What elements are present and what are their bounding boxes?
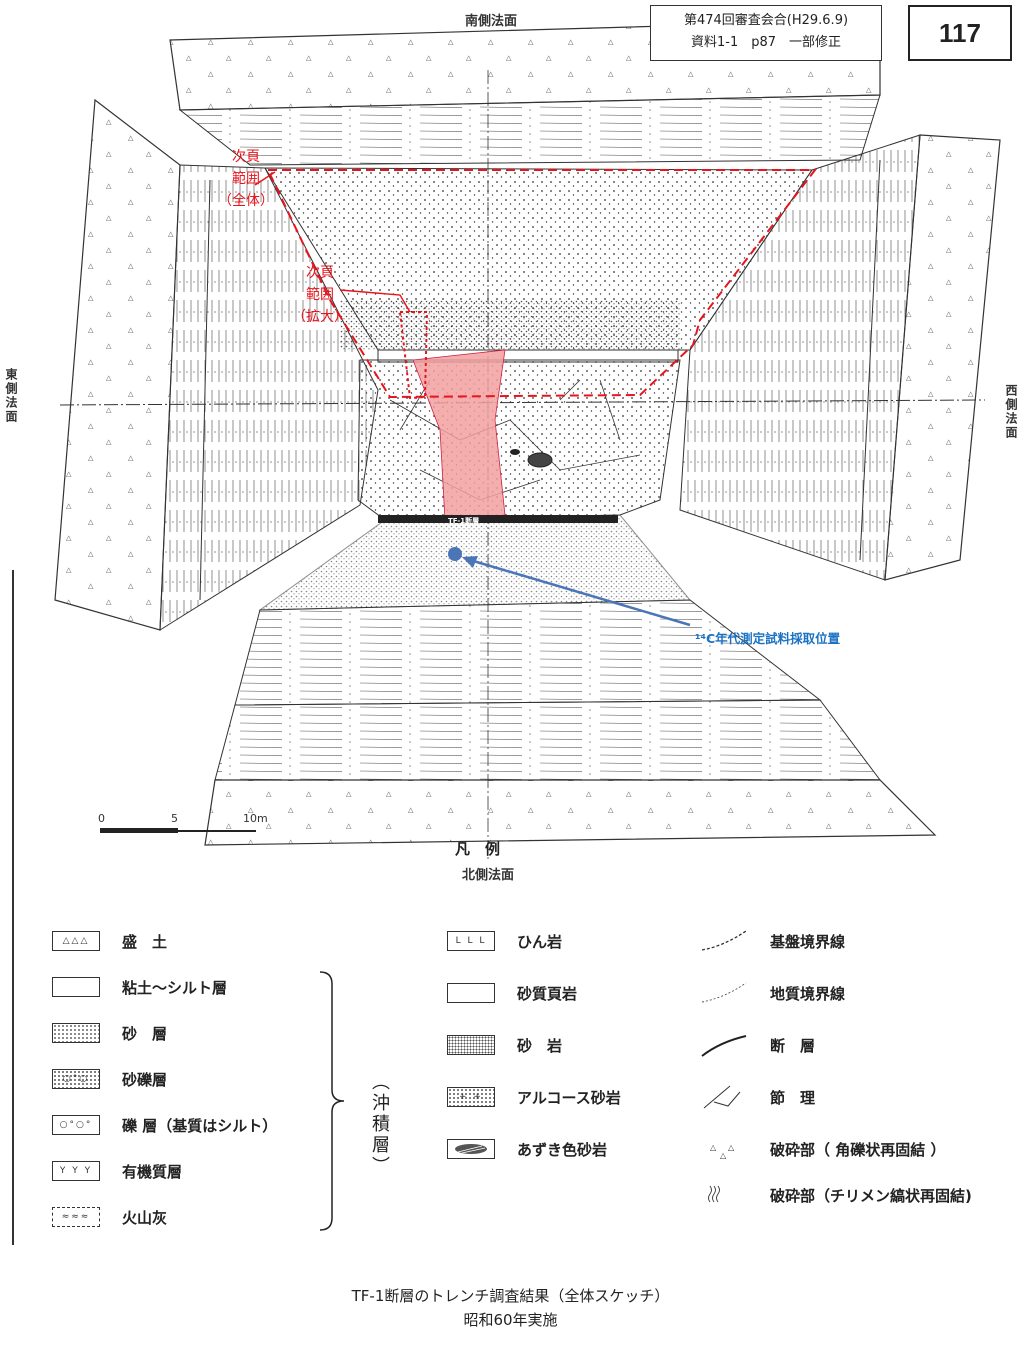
trench-floor (357, 359, 681, 521)
svg-text:△: △ (720, 1151, 727, 1160)
scale-bar: 0 5 10m (98, 812, 278, 852)
legend-label: あずき色砂岩 (517, 1140, 608, 1159)
next-zoom-line1: 次頁 (306, 265, 334, 281)
legend-item-basement-boundary: 基盤境界線 (700, 926, 845, 956)
east-face-label: 東側法面 (4, 368, 18, 424)
tf-fault-label: TF-1断層 (448, 517, 480, 525)
west-slope (679, 134, 921, 581)
north-face (234, 599, 822, 706)
legend-item-clay: 粘土〜シルト層 (52, 972, 227, 1002)
alluvium-bracket (319, 971, 345, 1231)
next-zoom-line3: （拡大） (292, 309, 348, 325)
north-face-lower (214, 699, 881, 781)
legend-label: 破砕部（ 角礫状再固結 ） (770, 1140, 946, 1159)
legend-label: 有機質層 (122, 1162, 183, 1181)
legend-label: 砂質頁岩 (517, 984, 578, 1003)
next-full-line1: 次頁 (232, 149, 260, 165)
next-page-zoom-range (398, 311, 429, 400)
geologic-boundary-icon (701, 982, 747, 1003)
legend-label: 砂礫層 (122, 1070, 168, 1089)
legend-item-joint: 節 理 (700, 1082, 815, 1112)
legend-label: ひん岩 (517, 932, 563, 951)
legend-label: 盛 土 (122, 932, 168, 951)
next-full-line2: 範囲 (232, 171, 260, 187)
tf-label-bar (378, 515, 618, 523)
organic-icon: Y Y Y (52, 1161, 100, 1181)
legend-label: 砂 岩 (517, 1036, 563, 1055)
legend-title: 凡 例 (455, 840, 501, 858)
svg-text:△: △ (710, 1143, 717, 1152)
legend-label: 火山灰 (122, 1208, 168, 1227)
reference-line-2: 資料1-1 p87 一部修正 (690, 35, 842, 50)
legend-item-red-sandstone: あずき色砂岩 (447, 1134, 607, 1164)
reference-box: 第474回審査会合(H29.6.9) 資料1-1 p87 一部修正 (650, 5, 882, 61)
next-full-line3: （全体） (218, 193, 274, 209)
north-face-label: 北側法面 (462, 868, 515, 883)
crumpled-icon (708, 1185, 720, 1203)
gravel-icon: ○°○° (52, 1115, 100, 1135)
trench-sketch: △ △ (54, 19, 1001, 860)
next-page-full-range (266, 169, 818, 399)
caption-line-1: TF-1断層のトレンチ調査結果（全体スケッチ） (351, 1287, 670, 1305)
legend-item-breccia: △△△ 破砕部（ 角礫状再固結 ） (700, 1134, 945, 1164)
page-number: 117 (908, 5, 1012, 61)
legend-label: 基盤境界線 (770, 932, 846, 951)
legend-label: 破砕部（チリメン縞状再固結) (770, 1186, 972, 1205)
legend-label: 粘土〜シルト層 (122, 978, 228, 997)
figure-caption: TF-1断層のトレンチ調査結果（全体スケッチ） 昭和60年実施 (0, 1284, 1021, 1332)
legend-item-porphyrite: L L L ひん岩 (447, 926, 562, 956)
c14-label: ¹⁴C年代測定試料採取位置 (695, 631, 841, 646)
legend-item-sandy-gravel: ○°○ 砂礫層 (52, 1064, 167, 1094)
sand-icon (52, 1023, 100, 1043)
north-fill-band (204, 779, 937, 846)
legend-item-geologic-boundary: 地質境界線 (700, 978, 845, 1008)
legend-label: 地質境界線 (770, 984, 846, 1003)
next-zoom-line2: 範囲 (306, 287, 334, 303)
legend-item-fill: △△△ 盛 土 (52, 926, 167, 956)
legend-item-gravel: ○°○° 礫 層（基質はシルト） (52, 1110, 277, 1140)
fill-icon: △△△ (52, 931, 100, 951)
margin-line (12, 570, 14, 1245)
c14-sample-point (448, 547, 462, 561)
basement-boundary-icon (701, 930, 747, 951)
legend-label: 節 理 (770, 1088, 816, 1107)
scale-tick-10: 10m (243, 812, 268, 825)
south-face-label: 南側法面 (465, 14, 518, 29)
legend-item-volcanic-ash: ≈≈≈ 火山灰 (52, 1202, 167, 1232)
legend-item-sand: 砂 層 (52, 1018, 167, 1048)
svg-text:△: △ (728, 1143, 735, 1152)
legend-item-sandstone: 砂 岩 (447, 1030, 562, 1060)
joint-icon (703, 1085, 741, 1109)
arkose-icon: + + (447, 1087, 495, 1107)
legend-item-organic: Y Y Y 有機質層 (52, 1156, 182, 1186)
legend-label: 礫 層（基質はシルト） (122, 1116, 278, 1135)
volcanic-ash-icon: ≈≈≈ (52, 1207, 100, 1227)
legend-item-shale: 砂質頁岩 (447, 978, 577, 1008)
alluvium-label: （沖積層） (369, 1072, 390, 1177)
scale-tick-5: 5 (171, 812, 178, 825)
legend-label: アルコース砂岩 (517, 1088, 621, 1107)
next-page-full-label: 次頁 範囲 （全体） (196, 146, 296, 212)
porphyrite-icon: L L L (447, 931, 495, 951)
clay-icon (52, 977, 100, 997)
reference-line-1: 第474回審査会合(H29.6.9) (683, 13, 849, 28)
legend-item-fault: 断 層 (700, 1030, 815, 1060)
south-gravel-band (340, 300, 680, 350)
sandy-gravel-icon: ○°○ (52, 1069, 100, 1089)
caption-line-2: 昭和60年実施 (463, 1311, 558, 1329)
next-page-zoom-label: 次頁 範囲 （拡大） (270, 262, 370, 328)
east-face (54, 98, 181, 631)
fault-icon (701, 1035, 747, 1057)
red-sandstone-icon (447, 1139, 495, 1159)
legend-item-arkose: + + アルコース砂岩 (447, 1082, 621, 1112)
west-face-label: 西側法面 (1004, 384, 1018, 440)
scale-tick-0: 0 (98, 812, 105, 825)
breccia-icon: △△△ (710, 1143, 735, 1160)
sandstone-icon (447, 1035, 495, 1055)
legend-item-crumpled: 破砕部（チリメン縞状再固結) (700, 1180, 972, 1210)
shale-icon (447, 983, 495, 1003)
legend-label: 断 層 (770, 1036, 816, 1055)
legend-label: 砂 層 (122, 1024, 168, 1043)
